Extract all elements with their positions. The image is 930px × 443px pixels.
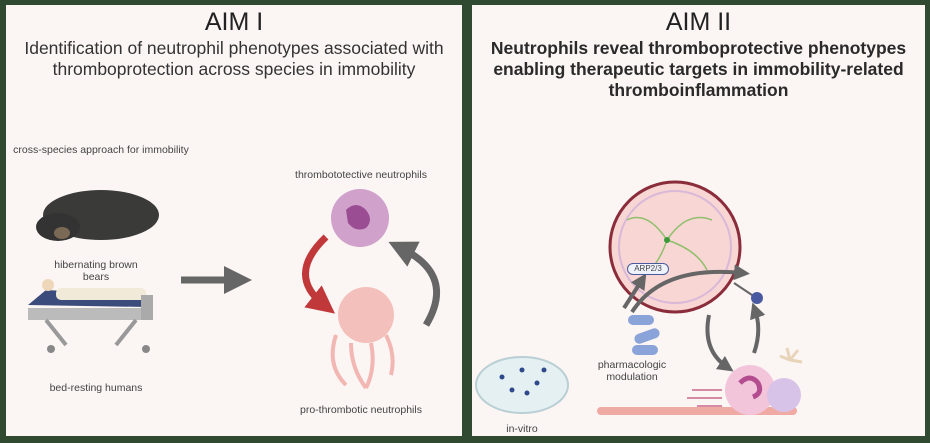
receptor-icon <box>733 282 763 304</box>
aim2-subtitle: Neutrophils reveal thromboprotective phe… <box>490 38 907 100</box>
aim1-panel: AIM I Identification of neutrophil pheno… <box>6 5 462 436</box>
hospital-bed-icon <box>28 279 153 353</box>
prothrombotic-neutrophil-icon <box>330 287 395 390</box>
arrow <box>622 273 647 310</box>
aim1-illustration <box>28 189 441 390</box>
petri-dish-icon <box>475 356 569 414</box>
arrow <box>705 314 734 372</box>
arp-label: ARP2/3 <box>627 263 669 275</box>
rolling-neutrophil-icon <box>687 347 803 415</box>
arrow <box>750 302 766 354</box>
humans-label: bed-resting humans <box>49 382 143 394</box>
bear-icon <box>36 190 159 241</box>
grey-arrow <box>388 241 441 327</box>
aim1-title: AIM I <box>204 8 264 36</box>
protective-label: thrombototective neutrophils <box>295 169 427 181</box>
approach-label: cross-species approach for immobility <box>13 144 189 156</box>
pharma-label: pharmacologic modulation <box>597 359 667 383</box>
aim2-illustration <box>475 180 803 415</box>
bears-label: hibernating brown bears <box>54 259 138 283</box>
red-arrow <box>302 234 335 314</box>
pills-icon <box>628 315 660 355</box>
thromboprotective-neutrophil-icon <box>331 189 389 247</box>
aim2-title: AIM II <box>665 8 732 36</box>
aim2-panel: AIM II Neutrophils reveal thromboprotect… <box>472 5 925 436</box>
aim1-subtitle: Identification of neutrophil phenotypes … <box>24 38 444 79</box>
prothrombotic-label: pro-thrombotic neutrophils <box>300 404 422 416</box>
arrow <box>630 264 750 314</box>
invitro-label: in-vitro <box>506 423 538 435</box>
neutrophil-cell-icon <box>608 180 742 314</box>
